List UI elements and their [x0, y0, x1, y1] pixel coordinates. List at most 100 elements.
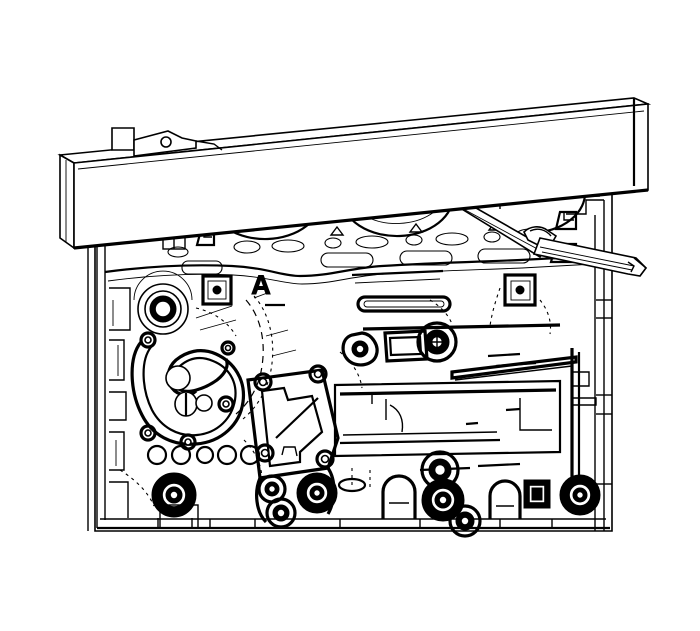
- left-large-bore-hole: [154, 300, 172, 318]
- bolt-hole-center: [184, 438, 192, 446]
- casting-contour-dashed-6: [489, 287, 501, 327]
- machined-slot-upper-inner: [363, 300, 445, 308]
- head-bolt-slot-2: [399, 250, 453, 266]
- oil-gallery-tongue: [176, 358, 229, 393]
- taper-rib-right-edge: [454, 365, 573, 381]
- mid-bracket-right-cross: [425, 330, 449, 354]
- mounting-flange-inner: [260, 386, 324, 468]
- mounting-flange-rib: [275, 397, 319, 439]
- recess-pocket-bottom-rail: [339, 438, 501, 445]
- recess-pocket-step-left: [371, 393, 387, 420]
- block-upper-tab-pin: [160, 136, 172, 148]
- bottom-boss-4-hole: [438, 495, 448, 505]
- witness-line-1: [195, 305, 233, 319]
- recess-pocket-top-rail: [339, 388, 557, 396]
- right-rail-bracket-lower: [572, 397, 597, 406]
- left-large-bore-halo: [133, 270, 193, 301]
- rib-line-upper-2: [354, 278, 441, 284]
- tail-boss-upper-hole: [267, 484, 277, 494]
- flange-bolt-center: [320, 454, 330, 464]
- deck-dowel-notch-right-1: [563, 212, 574, 221]
- bore-web-1: [329, 225, 345, 236]
- feeler-gauge-blade-crease: [455, 204, 544, 253]
- feeler-gauge-handle-cap: [633, 257, 647, 277]
- left-rib-2: [109, 339, 125, 381]
- bottom-boss-6-hole: [575, 490, 585, 500]
- bottom-oval-port: [337, 477, 367, 493]
- casting-contour-dashed-2: [242, 295, 274, 420]
- coolant-port-g: [483, 231, 501, 243]
- coolant-port-e: [405, 234, 423, 246]
- small-hole: [216, 444, 238, 466]
- head-bolt-slot-1: [320, 252, 374, 268]
- casting-contour-dashed-4: [243, 439, 263, 481]
- feeler-gauge-handle-groove-1: [539, 246, 635, 267]
- bottom-boss-row: [151, 450, 601, 538]
- head-bolt-slot-4: [181, 260, 223, 275]
- straightedge-bevel-line: [77, 110, 645, 170]
- mounting-flange-bolts: [253, 364, 335, 469]
- feeler-gauge-handle-cap-detail: [627, 261, 635, 273]
- bottom-arch-1: [381, 474, 417, 519]
- coolant-port-c: [324, 237, 342, 249]
- straightedge-left-end-face: [59, 153, 75, 250]
- tail-boss-lower: [265, 497, 297, 529]
- bottom-arch-2: [488, 479, 522, 519]
- coolant-port-a: [233, 240, 261, 254]
- bolt-hole: [217, 395, 235, 413]
- right-square-boss-inner: [510, 280, 531, 301]
- coolant-port-d: [355, 235, 389, 249]
- recess-pocket-corner-right: [519, 398, 552, 431]
- bottom-boss-1-pad: [157, 518, 193, 528]
- tail-boss-lower-hole: [276, 508, 286, 518]
- block-upper-tab: [111, 127, 135, 151]
- left-rib-1: [109, 287, 131, 331]
- callout-a-group: A: [251, 269, 272, 300]
- flange-bolt-center: [313, 369, 323, 379]
- left-square-boss-inner: [207, 280, 227, 300]
- witness-line-4: [271, 349, 297, 357]
- bottom-boss-3-hole: [433, 463, 447, 477]
- left-rib-5: [109, 481, 129, 518]
- feeler-gauge-group: [450, 199, 648, 277]
- feeler-gauge-handle-groove-2: [541, 251, 633, 271]
- right-rail-bracket-upper: [572, 371, 590, 387]
- bottom-boss-5-hole: [460, 516, 470, 526]
- left-square-boss-bolt: [212, 285, 222, 295]
- recess-pocket-outline: [333, 379, 562, 458]
- bottom-boss-1-base: [159, 504, 199, 529]
- mid-bracket-right-boss: [416, 321, 458, 363]
- flange-bolt-hole: [308, 364, 328, 384]
- bolt-hole-center: [222, 400, 230, 408]
- flange-bolt-center: [258, 377, 268, 387]
- flange-bolt-hole: [315, 449, 335, 469]
- bolt-hole: [139, 424, 157, 442]
- recess-pocket-top-edge: [362, 323, 561, 331]
- recess-pocket-mid-rail: [342, 431, 498, 436]
- rib-line-upper-1: [351, 269, 444, 277]
- block-left-edge-rail: [87, 197, 106, 531]
- witness-line-3: [265, 329, 289, 337]
- mid-bracket-left-lug: [341, 331, 379, 367]
- straightedge-group: [57, 97, 652, 250]
- bottom-boss-2-hole: [312, 488, 322, 498]
- bore-web-2: [408, 222, 424, 233]
- casting-contour-dashed-9: [429, 299, 453, 325]
- tick-segments: [419, 352, 537, 472]
- small-hole: [170, 444, 192, 466]
- bottom-square-pad-core: [531, 487, 543, 501]
- mid-bracket-left-bolt-hole: [355, 344, 365, 354]
- bolt-hole-center: [144, 429, 152, 437]
- deck-lower-contour-inner: [107, 263, 595, 285]
- casting-contour-dashed-5: [339, 351, 363, 389]
- small-hole: [146, 444, 168, 466]
- casting-contour-dashed-8: [351, 468, 371, 488]
- recess-pocket-step-inner: [389, 404, 404, 433]
- deck-dowel-bracket-right-1: [554, 210, 578, 231]
- feeler-gauge-shoulder-line: [529, 228, 552, 237]
- oil-gallery-small-port: [195, 394, 213, 412]
- deck-lower-contour: [104, 254, 597, 278]
- straightedge-measuring-edge: [73, 188, 649, 250]
